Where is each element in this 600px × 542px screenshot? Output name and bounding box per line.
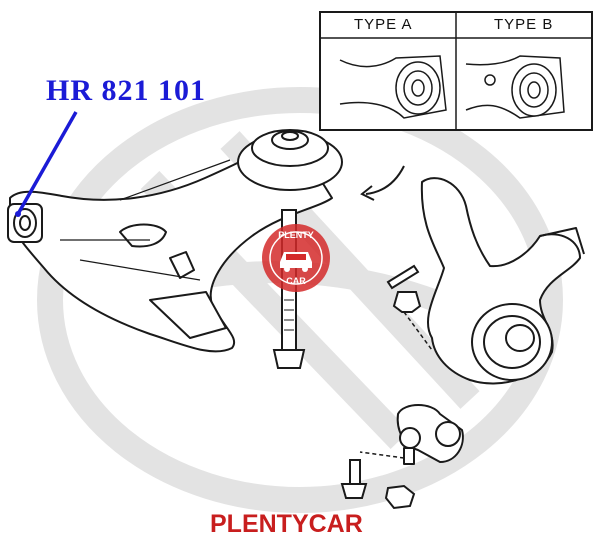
small-bolt: [340, 459, 368, 499]
flange-nut: [384, 484, 416, 510]
front-bushing: [7, 203, 43, 243]
steering-knuckle: [420, 177, 585, 385]
lower-control-arm: [9, 147, 333, 353]
type-a-label: TYPE A: [354, 16, 413, 33]
rear-bushing: [237, 129, 343, 191]
brand-caption: PLENTYCAR: [210, 510, 363, 538]
type-b-label: TYPE B: [494, 16, 554, 33]
part-callout-line: [15, 111, 78, 217]
stamp-top-text: PLENTY: [278, 230, 314, 240]
castle-nut: [392, 291, 433, 351]
ball-joint: [359, 404, 464, 465]
part-number-label: HR 821 101: [46, 74, 206, 107]
car-icon: [280, 252, 312, 272]
rotation-arrow-icon: [360, 165, 405, 201]
type-b-bushing-drawing: [465, 55, 565, 119]
stamp-bottom-text: CAR: [286, 276, 306, 286]
type-a-bushing-drawing: [339, 55, 447, 119]
plentycar-stamp-logo: PLENTY CAR: [262, 224, 330, 292]
cotter-pin: [386, 264, 420, 290]
bushing-type-inset: [319, 11, 593, 131]
